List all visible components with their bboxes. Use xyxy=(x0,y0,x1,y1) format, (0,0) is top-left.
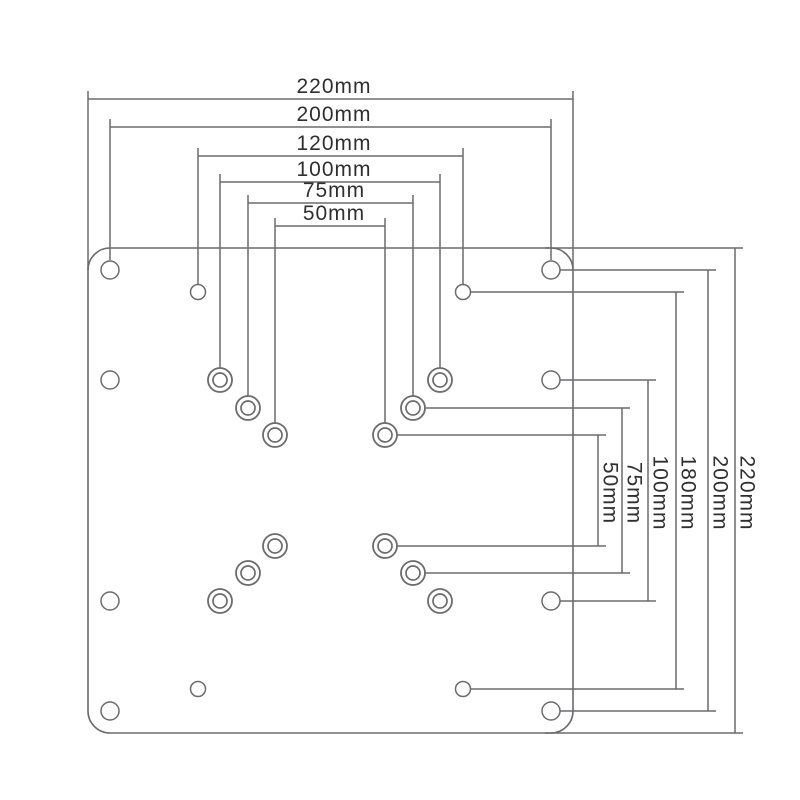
mounting-hole xyxy=(541,370,561,390)
dimension-label-right: 50mm xyxy=(599,462,622,524)
mounting-hole xyxy=(100,701,120,721)
grommet-hole-outer xyxy=(235,560,261,586)
dimension-label-top: 120mm xyxy=(296,132,371,155)
mounting-hole xyxy=(189,283,207,301)
grommet-hole-outer xyxy=(372,533,398,559)
mounting-hole xyxy=(100,370,120,390)
grommet-hole-outer xyxy=(427,588,453,614)
grommet-hole-outer xyxy=(400,395,426,421)
mounting-hole xyxy=(189,680,207,698)
grommet-hole-inner xyxy=(267,427,283,443)
dimension-label-top: 100mm xyxy=(296,158,371,181)
grommet-hole-inner xyxy=(432,372,448,388)
dimension-label-right: 200mm xyxy=(709,455,732,530)
dimension-label-right: 100mm xyxy=(649,455,672,530)
mounting-hole xyxy=(454,283,472,301)
dimension-label-top: 50mm xyxy=(303,202,365,225)
grommet-hole-outer xyxy=(427,367,453,393)
mounting-hole xyxy=(541,701,561,721)
mounting-hole xyxy=(541,591,561,611)
grommet-hole-inner xyxy=(405,400,421,416)
dimension-label-right: 220mm xyxy=(736,455,759,530)
grommet-hole-inner xyxy=(377,427,393,443)
dimension-label-right: 75mm xyxy=(623,462,646,524)
grommet-hole-inner xyxy=(432,593,448,609)
grommet-hole-inner xyxy=(212,372,228,388)
mounting-hole xyxy=(100,591,120,611)
grommet-hole-outer xyxy=(235,395,261,421)
grommet-hole-outer xyxy=(400,560,426,586)
grommet-hole-outer xyxy=(262,533,288,559)
grommet-hole-inner xyxy=(267,538,283,554)
grommet-hole-outer xyxy=(372,422,398,448)
dimension-label-top: 75mm xyxy=(303,179,365,202)
grommet-hole-inner xyxy=(377,538,393,554)
grommet-hole-inner xyxy=(240,400,256,416)
grommet-hole-outer xyxy=(207,367,233,393)
grommet-hole-outer xyxy=(207,588,233,614)
dimension-label-right: 180mm xyxy=(677,455,700,530)
dimension-label-top: 200mm xyxy=(296,103,371,126)
grommet-hole-inner xyxy=(405,565,421,581)
grommet-hole-outer xyxy=(262,422,288,448)
grommet-hole-inner xyxy=(212,593,228,609)
mounting-hole xyxy=(454,680,472,698)
mounting-hole xyxy=(100,260,120,280)
plate-outline xyxy=(87,247,574,734)
mounting-hole xyxy=(541,260,561,280)
dimension-label-top: 220mm xyxy=(296,75,371,98)
grommet-hole-inner xyxy=(240,565,256,581)
